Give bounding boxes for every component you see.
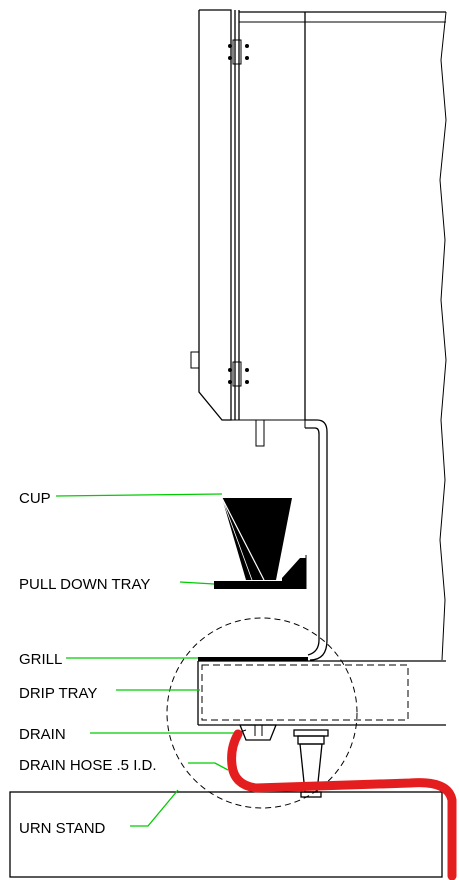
label-grill: GRILL xyxy=(19,651,62,668)
front-door-panel xyxy=(198,9,305,421)
spray-head xyxy=(255,419,265,447)
drain-hose xyxy=(227,729,457,880)
leader-pull-down-tray xyxy=(179,581,215,585)
leader-lines xyxy=(55,493,234,827)
labels: CUP PULL DOWN TRAY GRILL DRIP TRAY DRAIN… xyxy=(19,490,157,837)
label-urn-stand: URN STAND xyxy=(19,820,106,837)
base-housing xyxy=(197,657,446,726)
label-drain: DRAIN xyxy=(19,726,66,743)
pull-down-tray xyxy=(214,555,307,589)
brewer-body xyxy=(239,11,447,661)
label-drip-tray: DRIP TRAY xyxy=(19,685,97,702)
leader-cup xyxy=(55,493,223,497)
label-pull-down-tray: PULL DOWN TRAY xyxy=(19,576,150,593)
label-drain-hose: DRAIN HOSE .5 I.D. xyxy=(19,757,157,774)
drip-tray xyxy=(201,664,409,721)
label-cup: CUP xyxy=(19,490,51,507)
support-column xyxy=(304,419,328,661)
door-knob-icon xyxy=(190,351,200,369)
urn-stand xyxy=(9,791,443,878)
lower-hinge-icon xyxy=(228,361,249,387)
detail-circle xyxy=(166,617,358,809)
leader-drain-hose xyxy=(188,762,229,771)
leader-urn-stand xyxy=(130,789,179,827)
upper-hinge-icon xyxy=(228,39,249,65)
cup xyxy=(221,497,292,581)
